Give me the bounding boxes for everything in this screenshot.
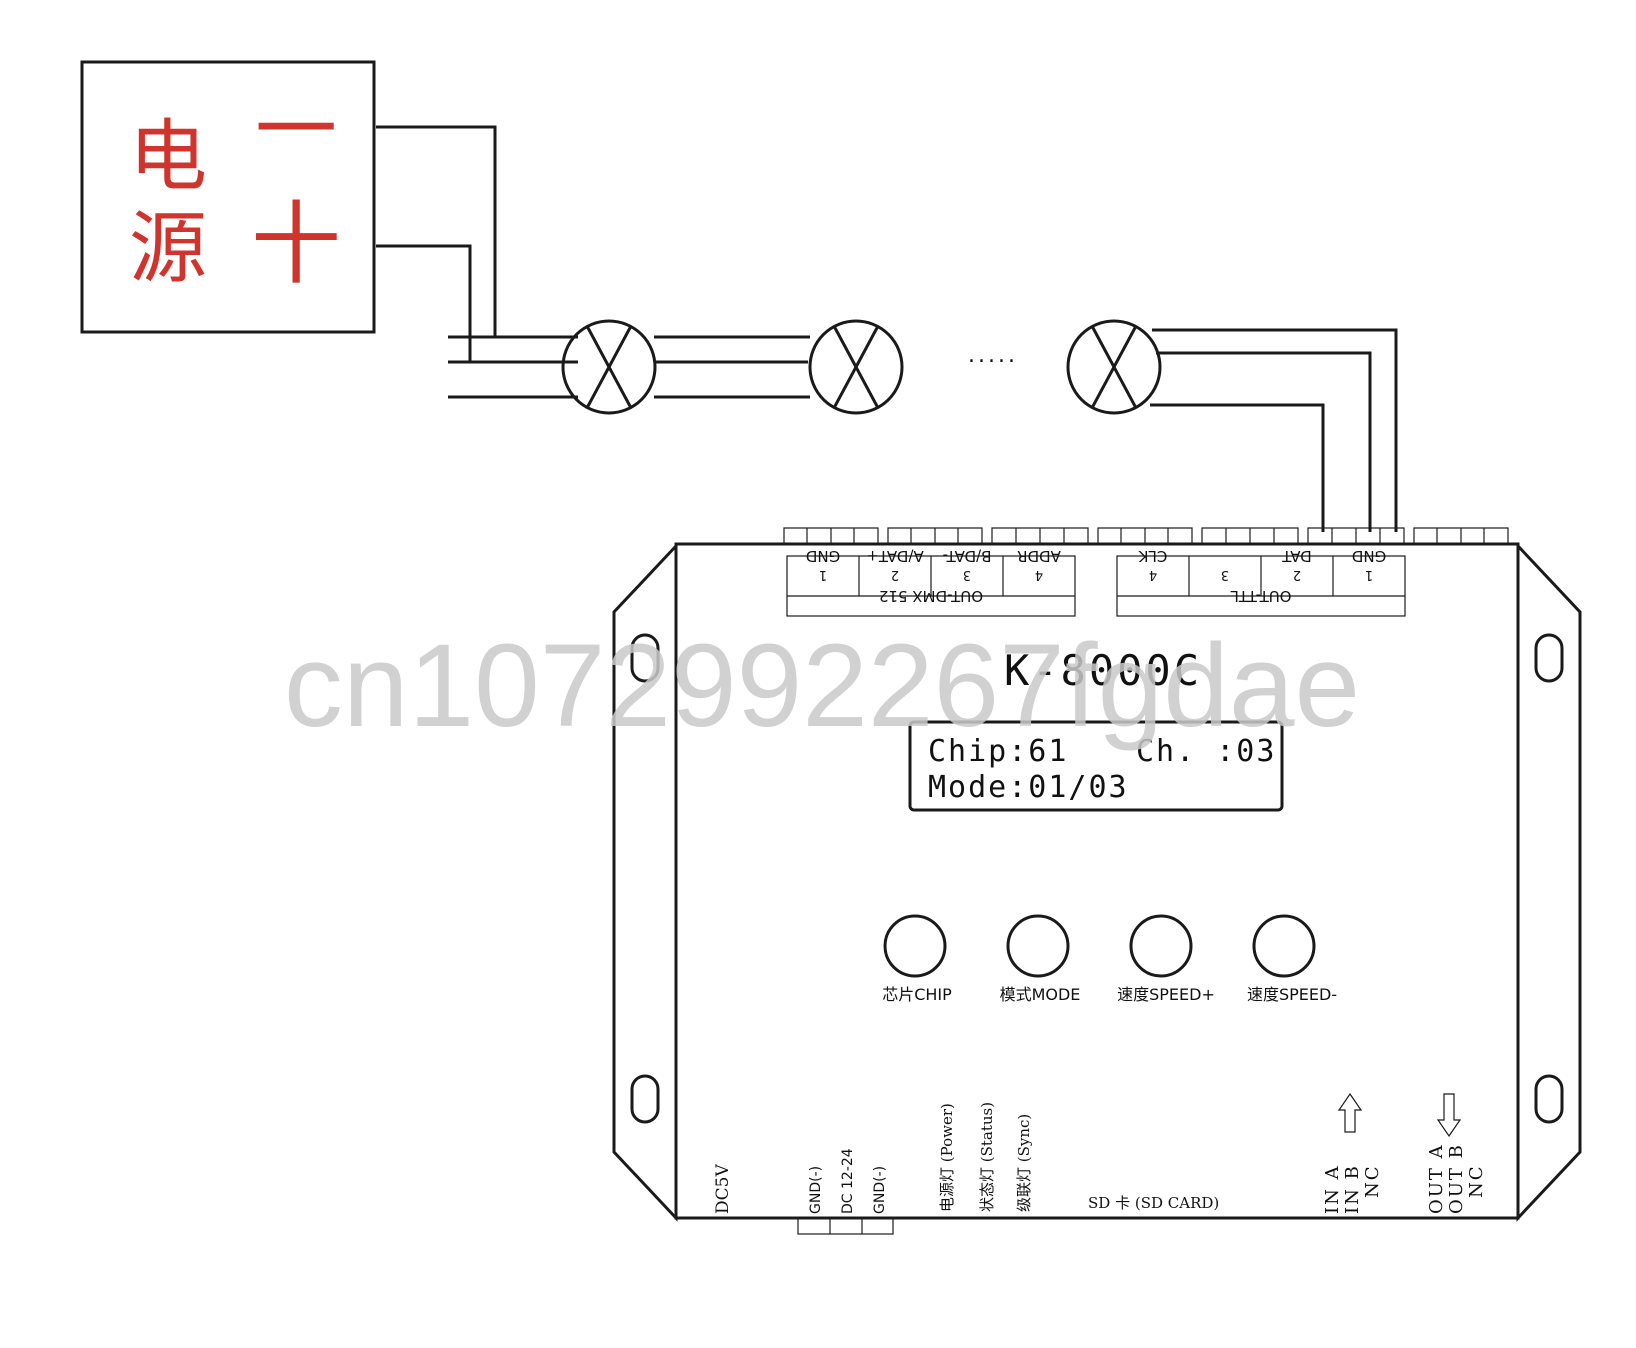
speed-down-button[interactable]: 速度SPEED- bbox=[1247, 914, 1337, 1004]
power-led-label: 电源灯 (Power) bbox=[938, 1103, 956, 1212]
dc5v-label: DC5V bbox=[713, 1164, 733, 1214]
plus-terminal-symbol: 十 bbox=[251, 192, 341, 297]
dmx-block-title: OUT-DMX 512 bbox=[879, 587, 983, 605]
power-label-char-1: 电 bbox=[129, 112, 207, 202]
in-b-label: IN B bbox=[1342, 1164, 1363, 1214]
mode-button-label: 模式MODE bbox=[1000, 985, 1081, 1004]
mounting-slot bbox=[630, 633, 660, 683]
sync-led-label: 级联灯 (Sync) bbox=[1015, 1114, 1033, 1212]
power-label-char-2: 源 bbox=[129, 204, 207, 294]
in-nc-label: NC bbox=[1362, 1164, 1383, 1198]
top-connectors bbox=[783, 527, 1509, 545]
speed-up-button-label: 速度SPEED+ bbox=[1117, 985, 1215, 1004]
ttl-block-title: OUT-TTL bbox=[1230, 587, 1292, 605]
power-supply-box bbox=[80, 60, 376, 334]
dmx-pin-2-name: A/DAT+ bbox=[866, 547, 923, 565]
sd-card-label: SD 卡 (SD CARD) bbox=[1088, 1194, 1219, 1212]
out-b-label: OUT B bbox=[1446, 1143, 1467, 1214]
controller-body bbox=[612, 542, 1582, 1222]
dmx-pin-3-name: B/DAT- bbox=[943, 547, 992, 565]
dmx-pin-1-name: GND bbox=[806, 547, 840, 565]
model-name: K-8000C bbox=[1004, 646, 1202, 695]
lcd-channel-value: Ch. :03 bbox=[1136, 734, 1276, 769]
speed-down-button-label: 速度SPEED- bbox=[1247, 985, 1337, 1004]
lcd-chip-value: Chip:61 bbox=[928, 734, 1068, 769]
dmx-pin-4-name: ADDR bbox=[1017, 547, 1061, 565]
out-nc-label: NC bbox=[1466, 1164, 1487, 1198]
plus-wire bbox=[376, 244, 472, 362]
chip-button-label: 芯片CHIP bbox=[882, 985, 952, 1004]
gnd-pin-label: GND(-) bbox=[872, 1166, 888, 1214]
power-supply: 电 源 一 十 bbox=[80, 60, 376, 334]
gnd-pin-label: GND(-) bbox=[808, 1166, 824, 1214]
dmx-pin-2-num: 2 bbox=[891, 567, 899, 582]
power-wires bbox=[376, 125, 578, 399]
lamp-3 bbox=[1066, 319, 1162, 415]
minus-terminal-symbol: 一 bbox=[255, 83, 337, 178]
minus-wire bbox=[376, 125, 497, 337]
ttl-pin-1-num: 1 bbox=[1365, 567, 1373, 582]
ttl-pin-table: OUT-TTL 1 GND 2 DAT 3 4 CLK bbox=[1116, 547, 1406, 617]
dc-input-pin-label: DC 12-24 bbox=[840, 1148, 856, 1214]
ttl-pin-2-num: 2 bbox=[1293, 567, 1301, 582]
ttl-pin-2-name: DAT bbox=[1281, 547, 1311, 565]
lamp-1 bbox=[561, 319, 657, 415]
chain-ellipsis: ..... bbox=[968, 343, 1018, 368]
lcd-mode-value: Mode:01/03 bbox=[928, 770, 1129, 805]
speed-up-button[interactable]: 速度SPEED+ bbox=[1117, 914, 1215, 1004]
lamp-2 bbox=[808, 319, 904, 415]
ttl-pin-3-num: 3 bbox=[1221, 567, 1229, 582]
ttl-pin-1-name: GND bbox=[1352, 547, 1386, 565]
dmx-pin-4-num: 4 bbox=[1035, 567, 1043, 582]
arrow-up-icon bbox=[1337, 1092, 1363, 1133]
power-input-connector bbox=[797, 1217, 894, 1235]
dmx-pin-1-num: 1 bbox=[819, 567, 827, 582]
arrow-down-icon bbox=[1436, 1093, 1462, 1138]
dmx-pin-table: OUT-DMX 512 1 GND 2 A/DAT+ 3 B/DAT- 4 AD… bbox=[786, 547, 1076, 617]
ttl-wires bbox=[1150, 328, 1398, 532]
out-a-label: OUT A bbox=[1426, 1143, 1447, 1214]
ttl-pin-4-num: 4 bbox=[1149, 567, 1157, 582]
ttl-pin-4-name: CLK bbox=[1138, 547, 1168, 565]
mode-button[interactable]: 模式MODE bbox=[1000, 914, 1081, 1004]
mounting-slot bbox=[630, 1074, 660, 1124]
dmx-pin-3-num: 3 bbox=[963, 567, 971, 582]
watermark: cn1072992267fgdae bbox=[284, 620, 1360, 752]
lcd-display: Chip:61 Ch. :03 Mode:01/03 bbox=[908, 720, 1284, 812]
status-led-label: 状态灯 (Status) bbox=[978, 1102, 996, 1212]
left-mounting-flange bbox=[612, 542, 678, 1222]
chip-button[interactable]: 芯片CHIP bbox=[882, 914, 952, 1004]
mounting-slot bbox=[1534, 1074, 1564, 1124]
mounting-slot bbox=[1534, 633, 1564, 683]
right-mounting-flange bbox=[1516, 542, 1582, 1222]
in-a-label: IN A bbox=[1322, 1164, 1343, 1214]
